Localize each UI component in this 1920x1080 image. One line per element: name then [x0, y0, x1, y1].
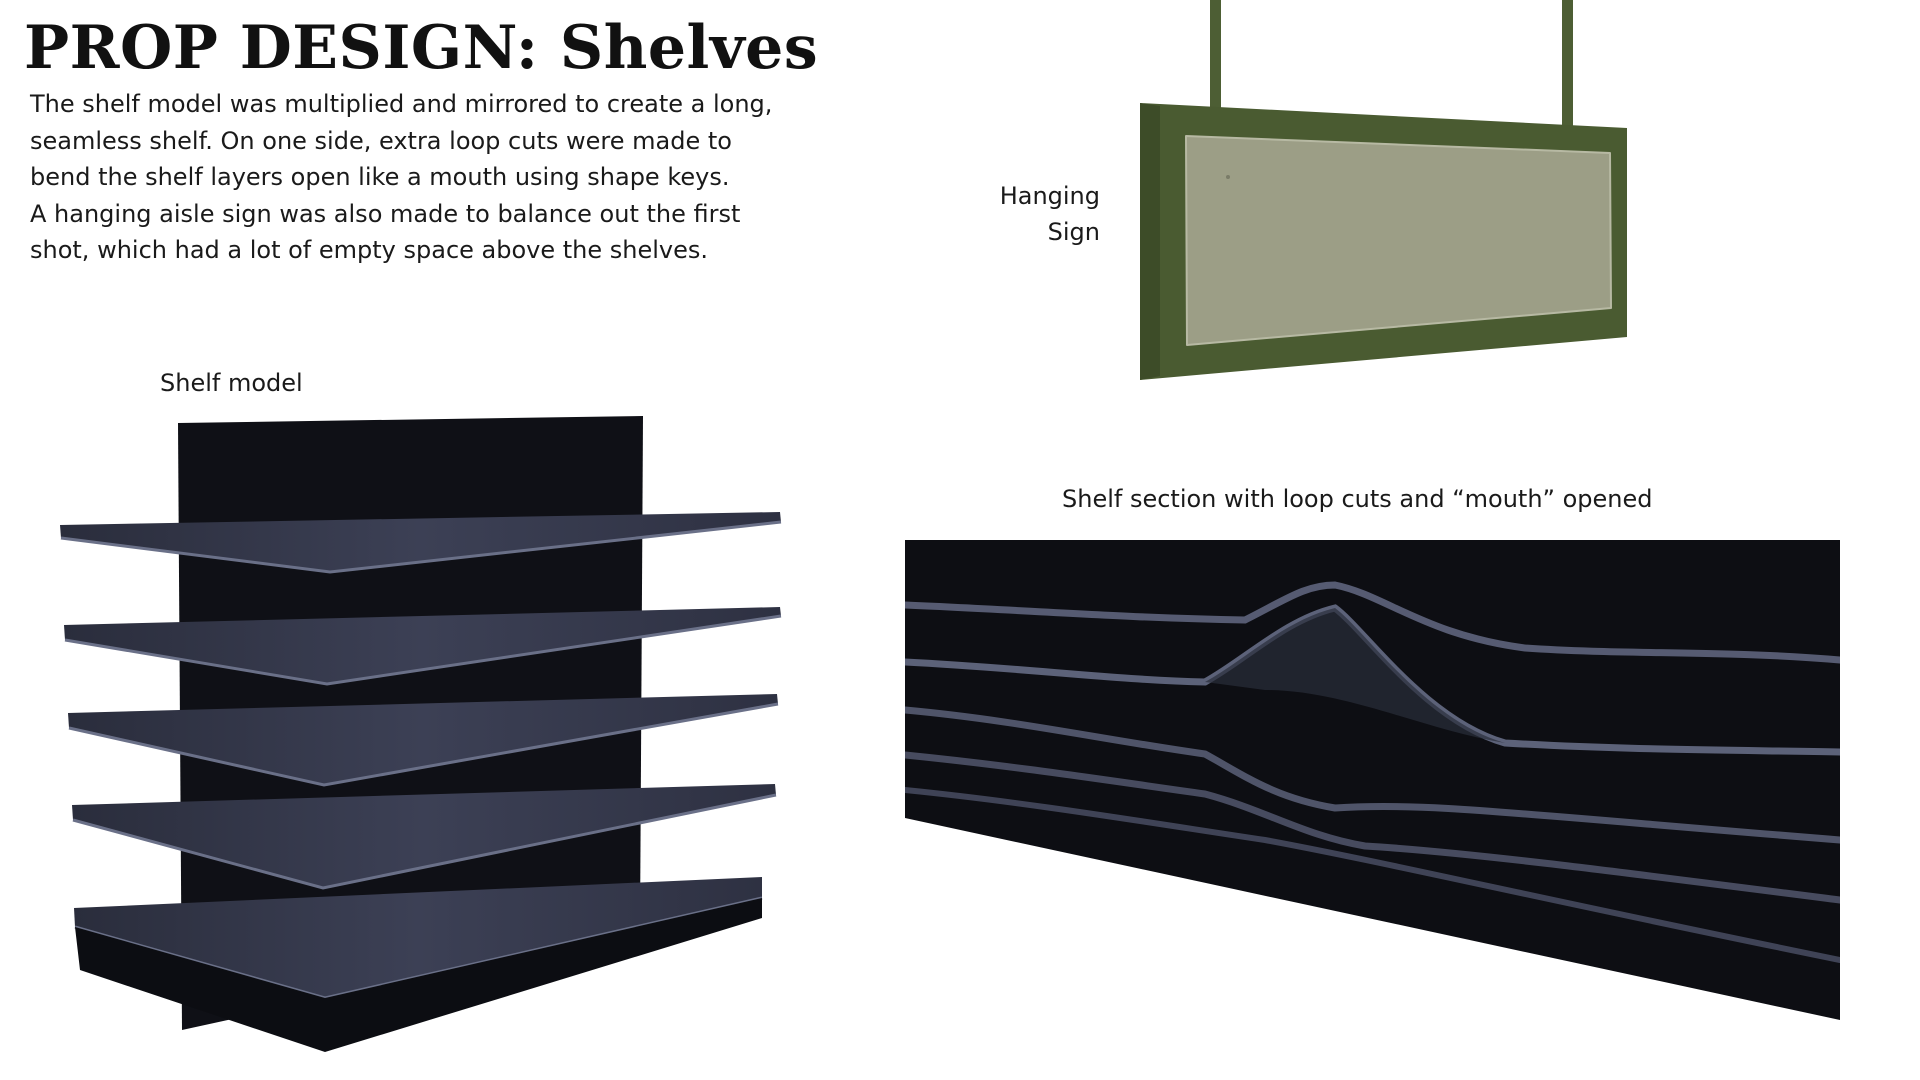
- caption-hanging-sign-line: Hanging: [999, 182, 1100, 210]
- caption-shelf-model: Shelf model: [160, 369, 303, 397]
- shelf-plank: [60, 512, 782, 574]
- shelf-plank: [68, 694, 779, 787]
- intro-line: bend the shelf layers open like a mouth …: [30, 163, 730, 191]
- intro-line: The shelf model was multiplied and mirro…: [30, 90, 773, 118]
- intro-paragraph: The shelf model was multiplied and mirro…: [30, 86, 790, 269]
- caption-hanging-sign-line: Sign: [1047, 218, 1100, 246]
- sign-hanger-right: [1562, 0, 1573, 130]
- hanging-sign-render: [1140, 0, 1627, 380]
- intro-line: seamless shelf. On one side, extra loop …: [30, 126, 732, 155]
- shelf-section-render: [905, 540, 1840, 1020]
- page-title: PROP DESIGN: Shelves: [24, 13, 819, 83]
- sign-hanger-left: [1210, 0, 1221, 110]
- shelf-base: [74, 877, 763, 1052]
- shelf-plank: [72, 784, 777, 890]
- shelf-plank: [64, 607, 782, 686]
- caption-hanging-sign: Hanging Sign: [960, 178, 1100, 250]
- sign-mark: [1226, 175, 1230, 179]
- intro-line: shot, which had a lot of empty space abo…: [30, 236, 709, 264]
- intro-line: A hanging aisle sign was also made to ba…: [30, 199, 741, 228]
- section-background: [905, 540, 1840, 1020]
- caption-shelf-section: Shelf section with loop cuts and “mouth”…: [1062, 485, 1653, 513]
- sign-face: [1185, 135, 1612, 346]
- sign-frame-edge: [1140, 103, 1160, 380]
- section-mouth-opening: [1205, 608, 1505, 743]
- shelf-model-render: [60, 416, 782, 1052]
